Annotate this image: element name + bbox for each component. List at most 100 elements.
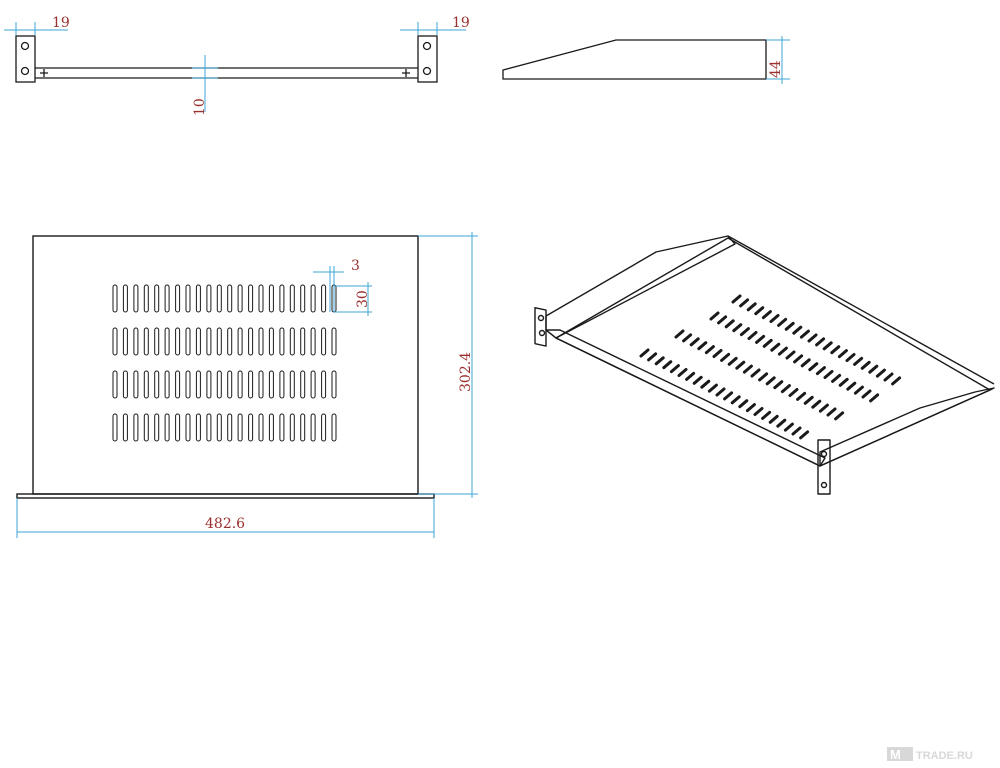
vent-slot: [175, 284, 181, 313]
iso-vent-slot: [869, 393, 880, 403]
vent-slot: [321, 327, 327, 356]
vent-slot: [185, 327, 191, 356]
iso-vent-slot: [846, 381, 857, 391]
iso-vent-slot: [807, 333, 818, 343]
iso-vent-slot: [717, 315, 728, 325]
front-left-mark: [40, 69, 48, 77]
vent-slot: [321, 284, 327, 313]
front-left-ear-dimension: 19: [52, 15, 70, 31]
vent-slot: [175, 370, 181, 399]
iso-vent-slot: [753, 407, 764, 416]
iso-vent-slot: [738, 399, 749, 409]
vent-slot: [310, 284, 316, 313]
iso-vent-slot: [692, 375, 703, 385]
vent-slot: [112, 327, 118, 356]
vent-slot: [289, 327, 295, 356]
vent-slot: [248, 413, 254, 442]
vent-slot: [237, 370, 243, 399]
iso-vent-slot: [697, 341, 708, 351]
iso-vent-slot: [834, 411, 845, 421]
iso-vent-slot: [745, 403, 756, 413]
iso-vent-slot: [815, 366, 826, 376]
iso-left-lower-hole: [538, 329, 546, 337]
watermark-prefix: M: [890, 747, 901, 762]
vent-slot: [310, 327, 316, 356]
vent-slot: [321, 370, 327, 399]
iso-vent-slot: [784, 321, 795, 331]
vent-slot: [154, 327, 160, 356]
vent-slot: [227, 370, 233, 399]
vent-slot: [195, 327, 201, 356]
vent-slot: [258, 284, 264, 313]
iso-vent-slot: [815, 337, 826, 347]
iso-vent-slot: [735, 360, 746, 370]
iso-vent-slot: [761, 310, 772, 320]
front-right-upper-hole: [422, 41, 432, 51]
iso-vent-slot: [818, 403, 829, 413]
iso-vent-slot: [799, 430, 810, 440]
vent-slot: [300, 327, 306, 356]
iso-vent-slot: [822, 341, 833, 351]
iso-vent-slot: [868, 364, 879, 374]
vent-slot: [279, 327, 285, 356]
vent-slot: [195, 413, 201, 442]
iso-vent-slot: [723, 391, 734, 401]
iso-vent-slot: [823, 370, 834, 379]
top-view-shelf: [32, 235, 419, 495]
front-right-mark: [402, 69, 410, 77]
vent-slot: [216, 413, 222, 442]
iso-vent-slot: [853, 356, 864, 366]
depth-dimension: 302.4: [458, 352, 474, 392]
vent-slot: [268, 327, 274, 356]
iso-vent-slot: [853, 385, 864, 395]
vent-slot: [195, 370, 201, 399]
vent-slot: [279, 370, 285, 399]
iso-right-wall: [819, 387, 995, 467]
iso-vent-slot: [709, 311, 720, 321]
front-right-lower-hole: [422, 66, 432, 76]
iso-vent-slot: [860, 360, 871, 370]
vent-slot: [164, 284, 170, 313]
width-dimension: 482.6: [205, 516, 245, 532]
vent-slot: [112, 284, 118, 313]
iso-vent-slot: [861, 389, 872, 399]
vent-slot: [258, 413, 264, 442]
vent-slot: [154, 413, 160, 442]
vent-slot: [122, 413, 128, 442]
side-dimension-lines: [766, 36, 790, 84]
vent-slot: [185, 284, 191, 313]
iso-vent-slot: [669, 364, 680, 374]
iso-vent-slot: [793, 354, 804, 364]
vent-slot: [237, 413, 243, 442]
iso-vent-slot: [754, 306, 765, 316]
vent-slot: [122, 370, 128, 399]
iso-left-wall: [545, 235, 736, 339]
vent-slot: [185, 370, 191, 399]
vent-slot: [143, 284, 149, 313]
vent-slot: [133, 370, 139, 399]
iso-vent-slot: [715, 387, 726, 397]
iso-slot-grid: [639, 294, 902, 440]
vent-slot: [206, 370, 212, 399]
iso-vent-slot: [826, 407, 837, 417]
iso-vent-slot: [773, 380, 784, 390]
side-height-dimension: 44: [768, 60, 784, 78]
vent-slot: [216, 370, 222, 399]
iso-vent-slot: [758, 372, 769, 382]
iso-vent-slot: [830, 345, 841, 355]
vent-slot: [175, 413, 181, 442]
iso-vent-slot: [755, 334, 766, 344]
vent-slot: [248, 284, 254, 313]
vent-slot: [300, 370, 306, 399]
vent-slot: [164, 413, 170, 442]
iso-vent-slot: [770, 342, 781, 352]
vent-slot: [289, 284, 295, 313]
vent-slot: [268, 284, 274, 313]
vent-slot: [331, 370, 337, 399]
vent-slot: [258, 370, 264, 399]
iso-vent-slot: [785, 350, 796, 360]
vent-slot: [248, 370, 254, 399]
iso-vent-slot: [769, 314, 780, 323]
vent-slot: [300, 413, 306, 442]
